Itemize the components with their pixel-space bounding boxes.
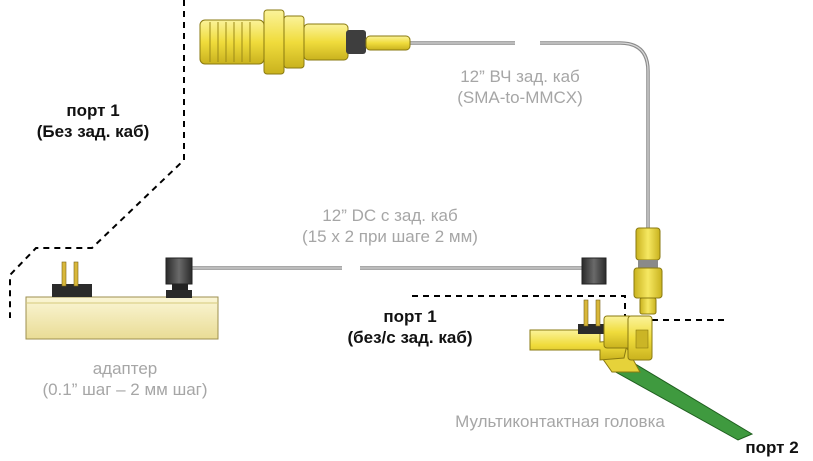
dashed-boundary-left [9, 0, 185, 318]
port1-no-cable-subtitle: (Без зад. каб) [36, 122, 150, 142]
port2-label: порт 2 [745, 438, 799, 457]
probe-head [529, 299, 754, 441]
rf-cable-line2: (SMA-to-MMCX) [457, 88, 583, 108]
port1-with-cable-label: порт 1 (без/с зад. каб) [320, 306, 500, 349]
adapter-label: адаптер (0.1” шаг – 2 мм шаг) [10, 358, 240, 401]
port1-with-cable-title: порт 1 [383, 307, 437, 326]
mmcx-connector [633, 227, 663, 315]
dc-cable-line1: 12” DC с зад. каб [322, 206, 458, 225]
port1-no-cable-label: порт 1 (Без зад. каб) [18, 100, 168, 143]
rf-cable-label: 12” ВЧ зад. каб (SMA-to-MMCX) [430, 66, 610, 109]
sma-connector [199, 9, 411, 75]
rf-cable [410, 41, 650, 228]
rf-cable-line1: 12” ВЧ зад. каб [460, 67, 580, 86]
dashed-boundary-right [412, 295, 725, 321]
adapter-line1: адаптер [92, 359, 158, 378]
dc-cable [165, 257, 607, 296]
port1-with-cable-subtitle: (без/с зад. каб) [347, 328, 473, 348]
adapter-line2: (0.1” шаг – 2 мм шаг) [42, 380, 208, 400]
probe-head-label: Мультиконтактная головка [455, 412, 665, 431]
dc-cable-label: 12” DC с зад. каб (15 x 2 при шаге 2 мм) [260, 205, 520, 248]
port1-no-cable-title: порт 1 [66, 101, 120, 120]
dc-cable-line2: (15 x 2 при шаге 2 мм) [302, 227, 478, 247]
adapter-board [25, 261, 219, 340]
